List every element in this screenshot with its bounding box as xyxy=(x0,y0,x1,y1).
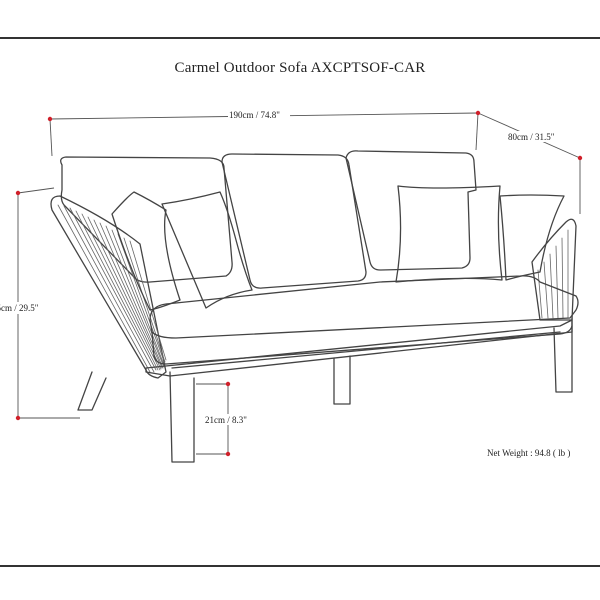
marker xyxy=(577,155,583,161)
pillow-right-front xyxy=(395,185,503,283)
dimension-markers xyxy=(15,110,583,457)
height-label: 75cm / 29.5" xyxy=(0,303,39,313)
marker xyxy=(225,451,231,457)
top-rule xyxy=(0,37,600,39)
marker xyxy=(47,116,53,122)
depth-label: 80cm / 31.5" xyxy=(508,132,555,142)
dimension-lines xyxy=(17,112,581,455)
right-arm-rope xyxy=(537,229,569,319)
marker xyxy=(225,381,231,387)
seat-cushion xyxy=(149,275,579,339)
right-arm-frame xyxy=(531,218,577,321)
width-label: 190cm / 74.8" xyxy=(229,110,280,120)
back-cushion-middle xyxy=(221,153,367,289)
bottom-rule xyxy=(0,565,600,567)
leg-back-left xyxy=(77,371,107,411)
left-arm-rope xyxy=(57,204,167,373)
marker xyxy=(15,415,21,421)
leg-right xyxy=(553,325,573,393)
leg-middle xyxy=(333,355,351,405)
width-ext-right xyxy=(475,112,479,151)
pillow-left-front xyxy=(161,191,253,309)
width-ext-left xyxy=(49,118,53,157)
marker xyxy=(15,190,21,196)
leg-front-left xyxy=(169,371,195,463)
height-ext-top xyxy=(17,187,55,194)
back-cushion-right xyxy=(345,150,477,271)
pillow-right-back xyxy=(499,194,565,281)
sofa-illustration xyxy=(50,150,579,463)
seat-cushion-front xyxy=(151,317,573,365)
marker xyxy=(475,110,481,116)
net-weight: Net Weight : 94.8 ( lb ) xyxy=(487,448,571,458)
back-cushion-left xyxy=(60,156,233,283)
frame-rail-inner xyxy=(171,331,561,369)
product-title: Carmel Outdoor Sofa AXCPTSOF-CAR xyxy=(174,60,426,76)
leg-clearance-label: 21cm / 8.3" xyxy=(205,415,247,425)
pillow-left-back xyxy=(111,191,181,311)
